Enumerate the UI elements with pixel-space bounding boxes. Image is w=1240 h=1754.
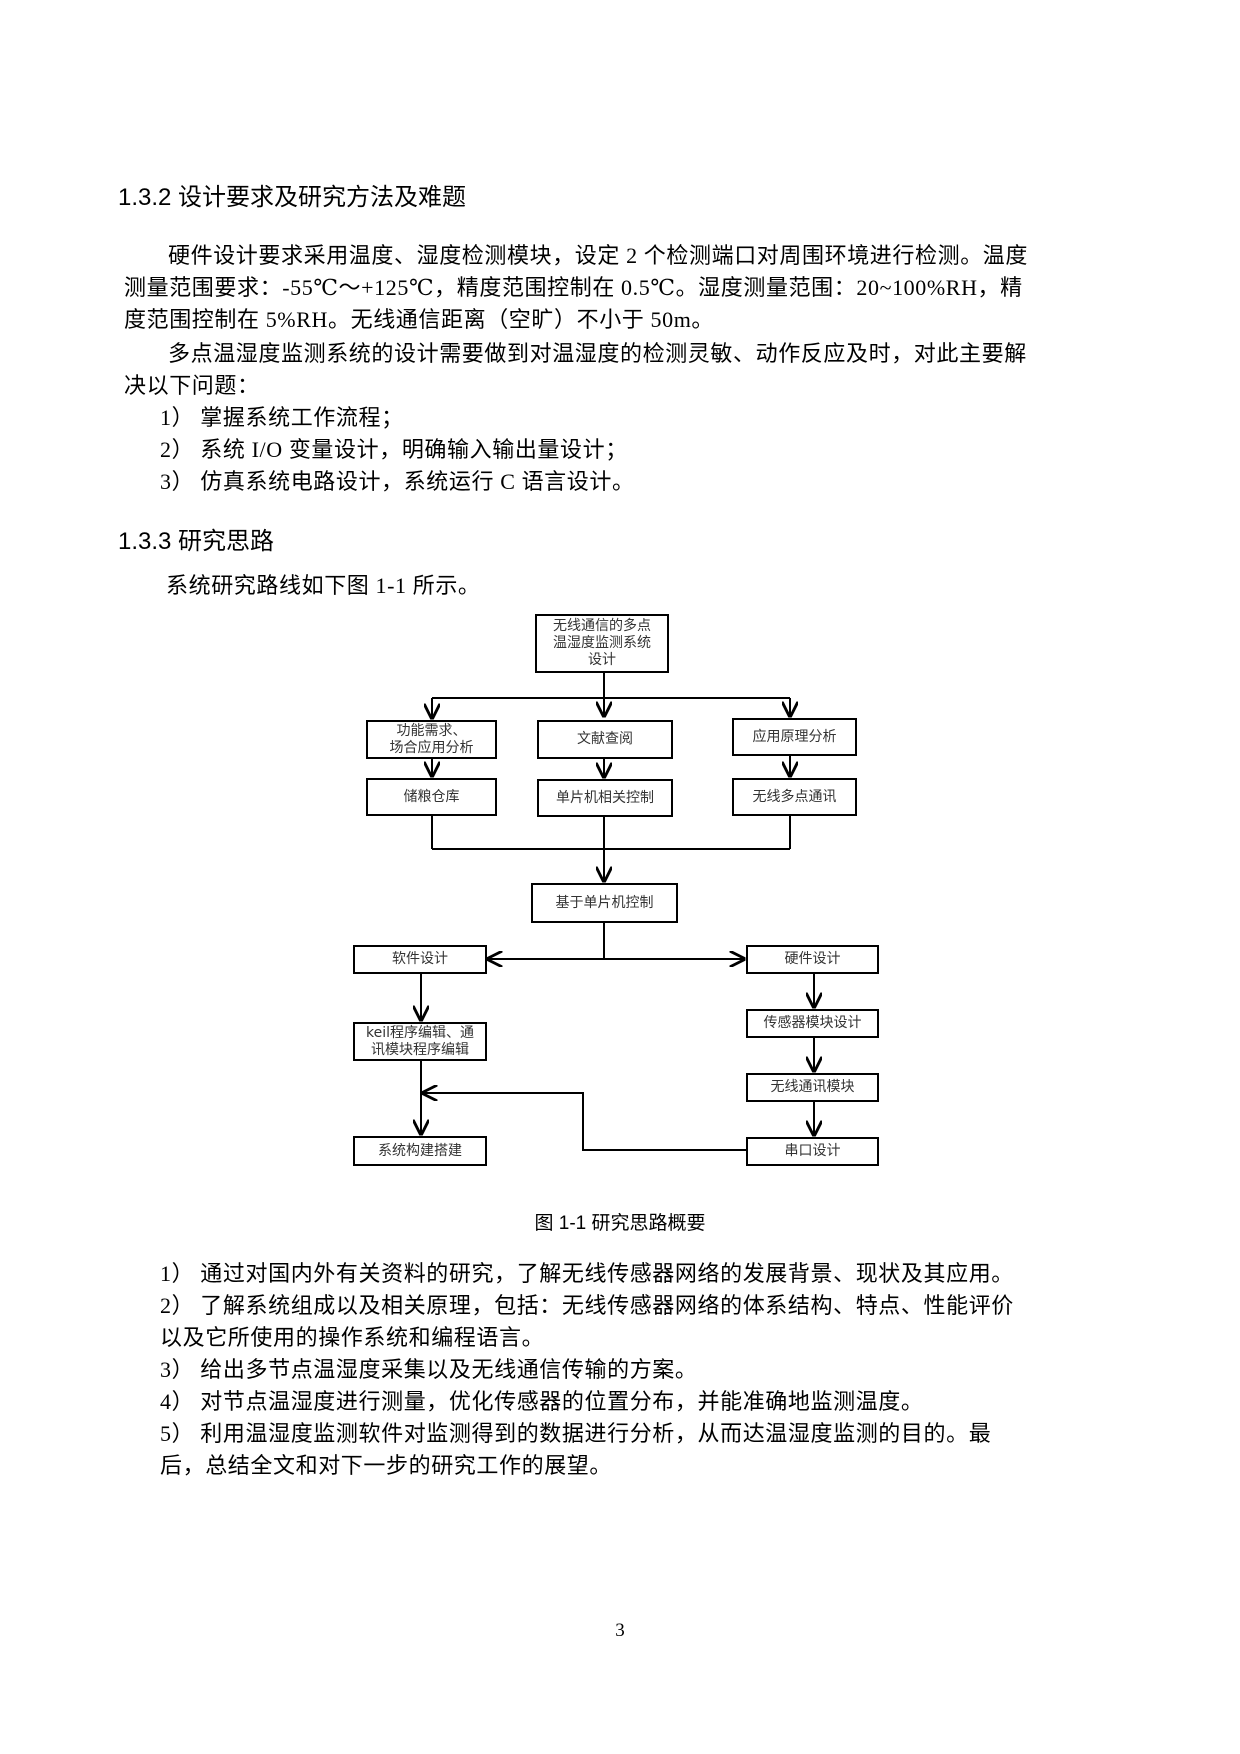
flow-node-system-build: 系统构建搭建 (353, 1136, 487, 1166)
node-text: 设计 (588, 652, 616, 668)
list-item: 1） 掌握系统工作流程； (160, 405, 404, 430)
paragraph-line: 多点温湿度监测系统的设计需要做到对温湿度的检测灵敏、动作反应及时，对此主要解 (168, 341, 1027, 366)
flow-node-wireless-module: 无线通讯模块 (746, 1073, 879, 1102)
paragraph-line: 硬件设计要求采用温度、湿度检测模块，设定 2 个检测端口对周围环境进行检测。温度 (168, 243, 1029, 268)
section-heading-1-3-2: 1.3.2 设计要求及研究方法及难题 (118, 184, 467, 211)
list-item-continuation: 后，总结全文和对下一步的研究工作的展望。 (160, 1453, 613, 1478)
node-text: keil程序编辑、通 (365, 1024, 474, 1041)
flow-node-sensor-module: 传感器模块设计 (746, 1009, 879, 1038)
node-text: 场合应用分析 (389, 739, 474, 756)
flow-node-granary: 储粮仓库 (366, 778, 497, 816)
list-item: 1） 通过对国内外有关资料的研究，了解无线传感器网络的发展背景、现状及其应用。 (160, 1261, 1014, 1286)
section-heading-1-3-3: 1.3.3 研究思路 (118, 528, 275, 555)
paragraph-line: 决以下问题： (124, 373, 260, 398)
flow-node-mcu-based: 基于单片机控制 (531, 883, 678, 923)
flow-node-root: 无线通信的多点 温湿度监测系统 设计 (535, 614, 669, 673)
figure-intro-text: 系统研究路线如下图 1-1 所示。 (166, 573, 481, 598)
flow-node-serial: 串口设计 (746, 1137, 879, 1166)
node-text: 无线通信的多点 (553, 618, 651, 634)
list-item: 2） 了解系统组成以及相关原理，包括：无线传感器网络的体系结构、特点、性能评价 (160, 1293, 1014, 1318)
paragraph-line: 度范围控制在 5%RH。无线通信距离（空旷）不小于 50m。 (124, 307, 715, 332)
flow-node-wireless-multipoint: 无线多点通讯 (732, 778, 857, 816)
flow-node-literature: 文献查阅 (537, 720, 673, 759)
list-item-continuation: 以及它所使用的操作系统和编程语言。 (160, 1325, 545, 1350)
figure-caption: 图 1-1 研究思路概要 (534, 1213, 706, 1234)
paragraph-line: 测量范围要求：-55℃～+125℃，精度范围控制在 0.5℃。湿度测量范围：20… (124, 275, 1023, 300)
flow-node-function-needs: 功能需求、 场合应用分析 (366, 720, 497, 759)
node-text: 讯模块程序编辑 (370, 1041, 469, 1058)
list-item: 4） 对节点温湿度进行测量，优化传感器的位置分布，并能准确地监测温度。 (160, 1389, 924, 1414)
flow-node-keil: keil程序编辑、通 讯模块程序编辑 (353, 1022, 487, 1061)
flow-node-software: 软件设计 (353, 945, 487, 974)
flow-node-hardware: 硬件设计 (746, 945, 879, 974)
list-item: 5） 利用温湿度监测软件对监测得到的数据进行分析，从而达温湿度监测的目的。最 (160, 1421, 992, 1446)
list-item: 3） 仿真系统电路设计，系统运行 C 语言设计。 (160, 469, 635, 494)
list-item: 2） 系统 I/O 变量设计，明确输入输出量设计； (160, 437, 628, 462)
node-text: 温湿度监测系统 (553, 635, 651, 651)
flow-node-mcu-related: 单片机相关控制 (537, 779, 673, 817)
page-number: 3 (615, 1620, 625, 1641)
list-item: 3） 给出多节点温湿度采集以及无线通信传输的方案。 (160, 1357, 698, 1382)
flow-node-principle: 应用原理分析 (732, 718, 857, 756)
node-text: 功能需求、 (396, 722, 467, 739)
